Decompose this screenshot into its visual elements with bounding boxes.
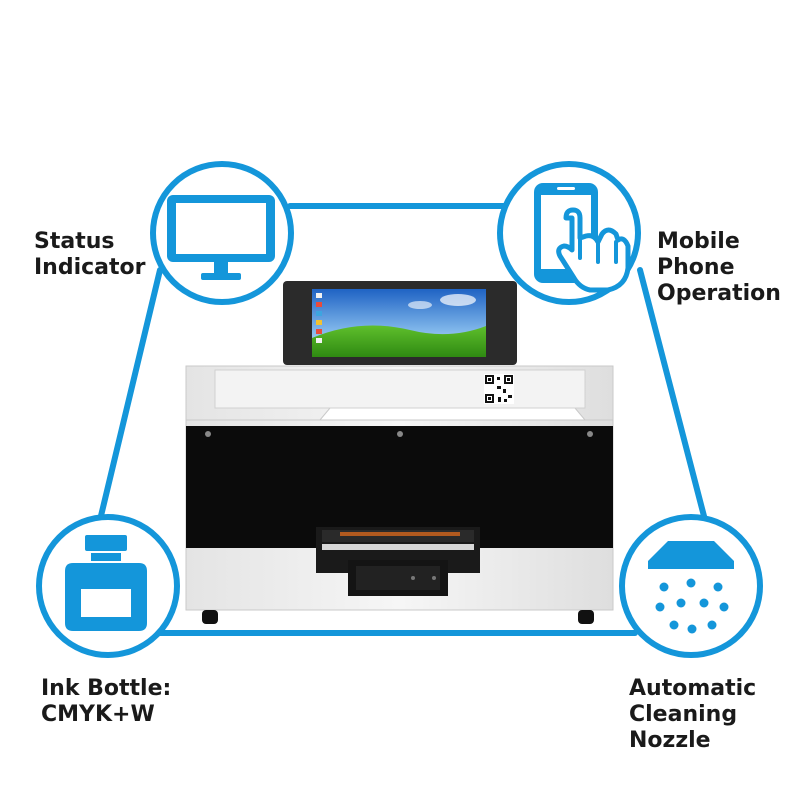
label-line: Status [34,229,115,254]
label-line: Automatic [629,676,757,701]
phone-touch-icon [534,183,631,293]
label-line: Operation [657,281,781,306]
label-line: Phone [657,255,735,280]
cleaning-nozzle-label: Automatic Cleaning Nozzle [629,676,756,754]
monitor-icon [167,195,275,280]
qr-code [484,374,514,404]
label-line: Ink Bottle: [41,676,172,701]
ink-bottle-circle [36,514,180,658]
cleaning-nozzle-circle [619,514,763,658]
ink-bottle-label: Ink Bottle: CMYK+W [41,676,171,728]
touchscreen [283,281,517,365]
label-line: Nozzle [629,728,711,753]
label-line: Cleaning [629,702,738,727]
status-indicator-circle [150,161,294,305]
ink-bottle-icon [65,535,147,631]
spray-nozzle-icon [648,541,734,634]
mobile-operation-label: Mobile Phone Operation [657,229,781,307]
label-line: Indicator [34,255,146,280]
status-indicator-label: Status Indicator [34,229,146,281]
label-line: CMYK+W [41,702,155,727]
mobile-operation-circle [497,161,641,305]
label-line: Mobile [657,229,740,254]
